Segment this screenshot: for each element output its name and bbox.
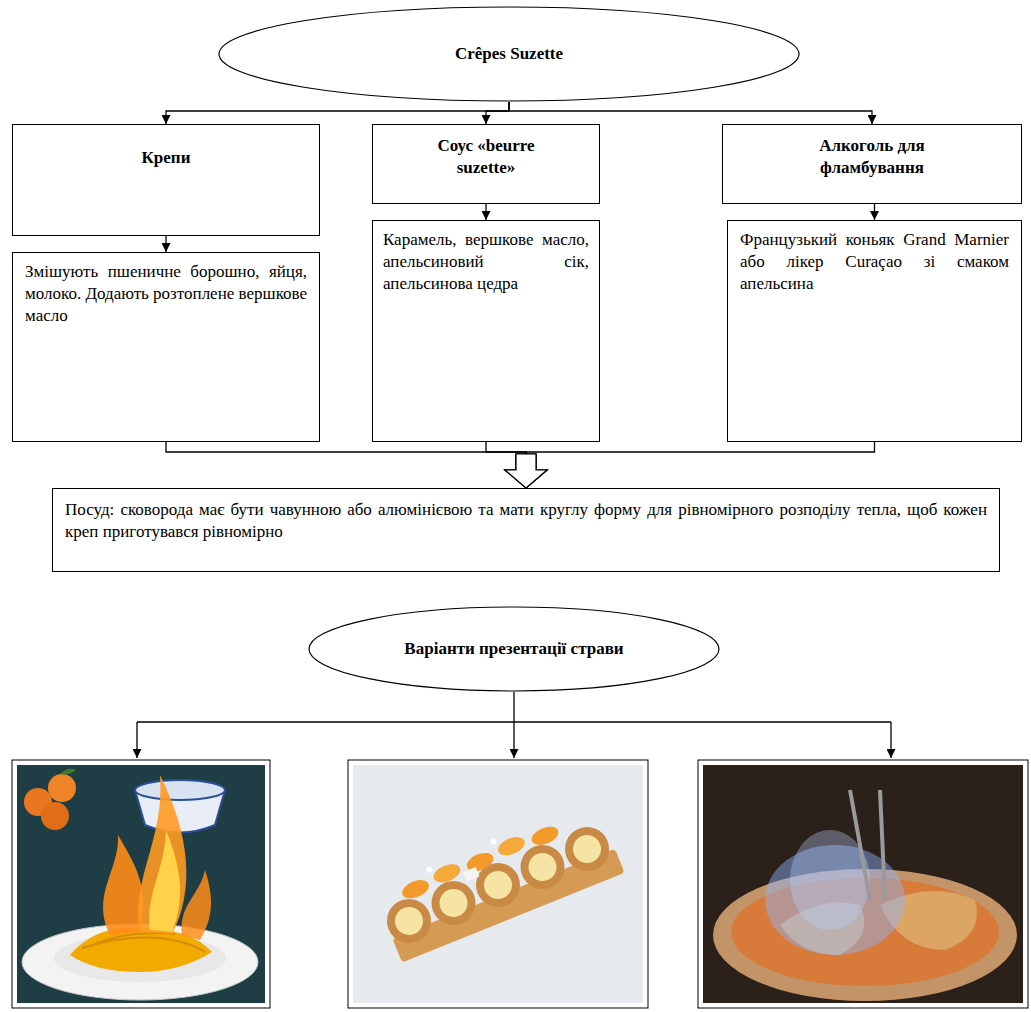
flame (182, 870, 212, 940)
photo-frame (698, 760, 1028, 1008)
plate (22, 924, 258, 1000)
bowl-rim (135, 780, 225, 800)
title-ellipse: Crêpes Suzette (218, 6, 800, 102)
note-box: Посуд: сковорода має бути чавунною або а… (52, 488, 1000, 572)
crepe-fold (95, 933, 175, 944)
heading-box: Крепи (12, 124, 320, 236)
photo-rolled-crepes (348, 760, 648, 1008)
roll-filling (480, 867, 516, 903)
node-text: Соус «beurre suzette» (413, 135, 559, 179)
node-text: Crêpes Suzette (455, 43, 563, 65)
connector-arrow (486, 442, 526, 488)
text-box: Французький коньяк Grand Marnier або лік… (727, 220, 1022, 442)
photo-connectors (137, 692, 891, 758)
node-text: Варіанти презентації страви (404, 638, 623, 660)
roll-filling (391, 903, 427, 939)
photo-frame (12, 760, 270, 1008)
fork (850, 790, 870, 900)
roll-filling (435, 885, 471, 921)
orange-segment (431, 861, 463, 886)
roll-filling (524, 849, 560, 885)
connector-arrow (509, 102, 872, 124)
orange-segment (529, 823, 561, 848)
flame (103, 835, 143, 935)
connector-arrow (526, 442, 875, 488)
node-text: Карамель, вершкове масло, апельсиновий с… (383, 229, 589, 295)
branch-arrow (136, 722, 137, 758)
connector-arrow (166, 102, 509, 124)
branch-arrow (513, 722, 514, 758)
text-box: Змішують пшеничне борошно, яйця, молоко.… (12, 252, 320, 442)
connector-arrow (485, 204, 486, 220)
cheese-piece (463, 867, 480, 882)
connector-arrow (165, 236, 166, 252)
photo-frame (348, 760, 648, 1008)
node-text: Французький коньяк Grand Marnier або лік… (740, 229, 1009, 295)
photo-background (353, 765, 643, 1003)
crepe-roll (425, 874, 482, 931)
crepe-rolls (372, 798, 625, 963)
photo-background (703, 765, 1023, 1003)
crepe-roll (558, 820, 615, 877)
flame (138, 775, 186, 934)
orange-segment (495, 833, 527, 858)
tangerine (48, 774, 76, 802)
node-text: Крепи (25, 147, 307, 169)
node-text: Алкоголь для фламбування (783, 135, 961, 179)
crepe-fold (82, 937, 205, 952)
orange-segment (400, 877, 432, 902)
ellipse-shape (309, 607, 719, 691)
flower (425, 866, 433, 874)
ellipse-shape (219, 7, 799, 101)
roll-filling (569, 831, 605, 867)
heading-box: Соус «beurre suzette» (372, 124, 600, 204)
photo-background (17, 765, 265, 1003)
flower (489, 838, 497, 846)
bowl (135, 780, 225, 833)
crepe-roll (380, 892, 437, 949)
branch-arrow (890, 722, 891, 758)
text-box: Карамель, вершкове масло, апельсиновий с… (372, 220, 600, 442)
node-text: Змішують пшеничне борошно, яйця, молоко.… (25, 261, 307, 327)
photo-flambe-plate (12, 760, 270, 1008)
node-text: Посуд: сковорода має бути чавунною або а… (65, 499, 987, 543)
connector-arrow (874, 204, 875, 220)
fork (880, 790, 885, 900)
connector-arrow (486, 102, 509, 124)
connector-arrow (166, 442, 526, 488)
flame-core (149, 830, 180, 932)
stem-line (513, 692, 514, 722)
photo-flambe-pan (698, 760, 1028, 1008)
heading-box: Алкоголь для фламбування (722, 124, 1022, 204)
tangerine (41, 802, 69, 830)
title-ellipse: Варіанти презентації страви (308, 606, 720, 692)
leaf (60, 769, 76, 775)
